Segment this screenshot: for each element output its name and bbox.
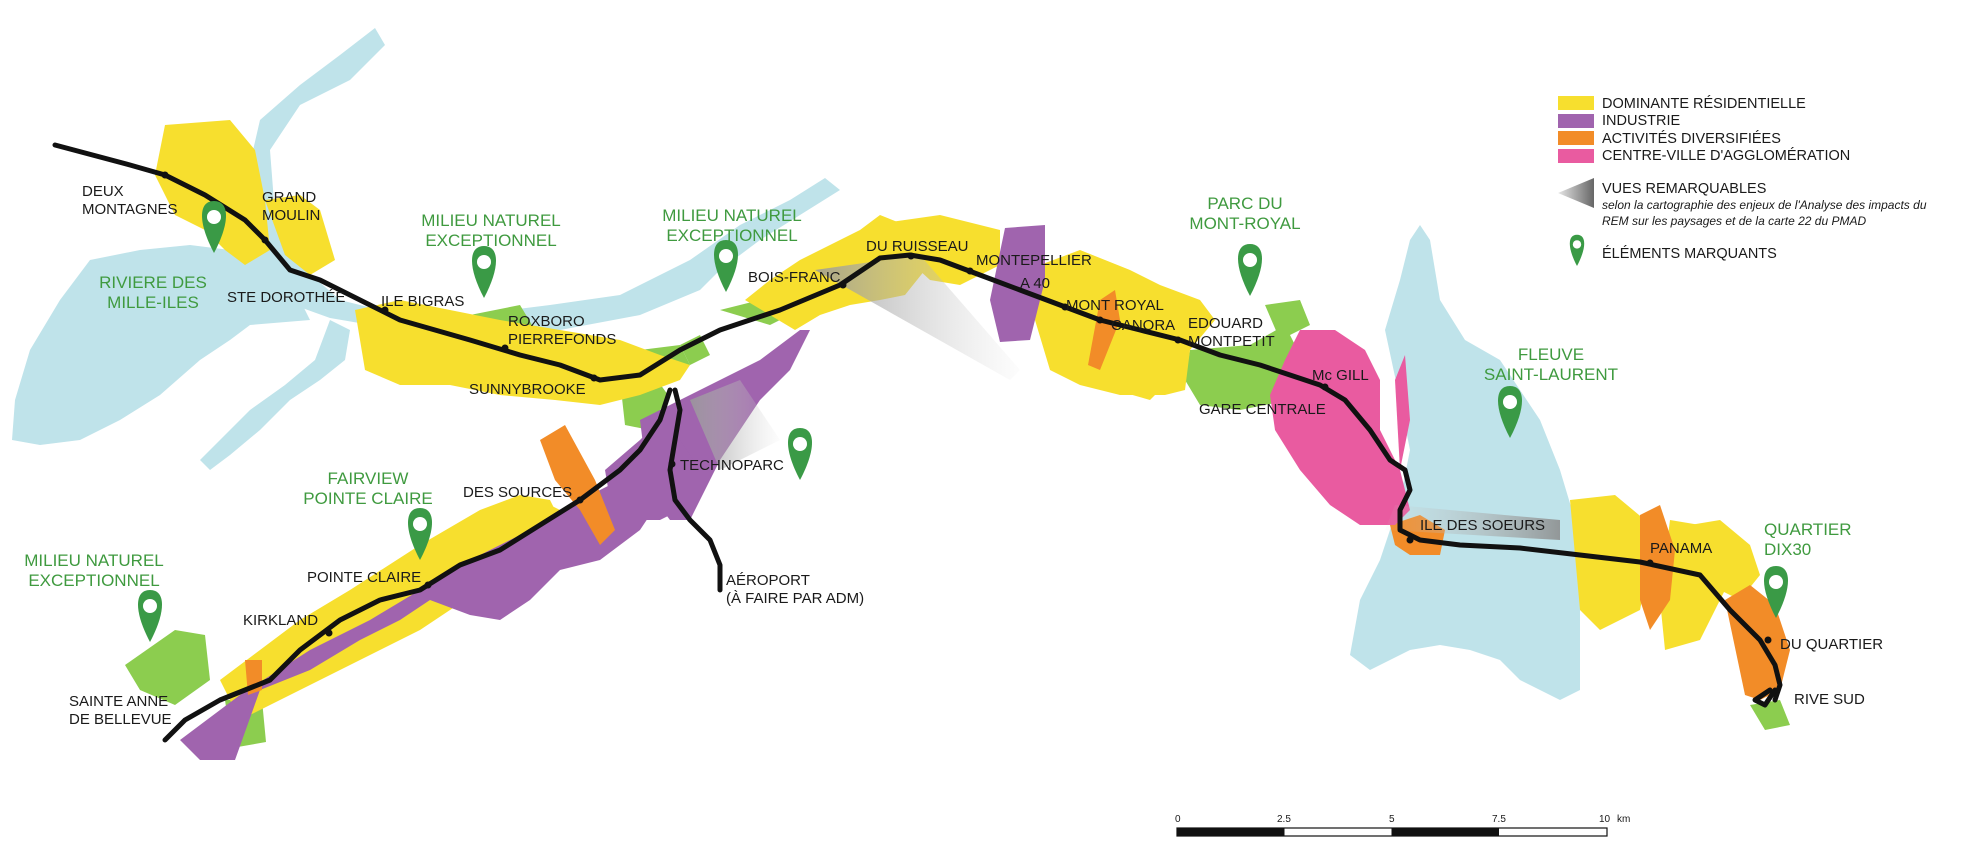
marker-pin-icon bbox=[202, 201, 226, 253]
west-branch bbox=[162, 387, 673, 743]
station-montepellier: MONTEPELLIER bbox=[976, 252, 1092, 269]
fleuve-saint-laurent bbox=[1350, 225, 1580, 700]
station-panama: PANAMA bbox=[1650, 540, 1712, 557]
station-ile-bigras: ILE BIGRAS bbox=[381, 293, 464, 310]
remarkable-views bbox=[690, 255, 1560, 540]
legend-landmarks-label: ÉLÉMENTS MARQUANTS bbox=[1602, 245, 1777, 262]
legend-view-wedge-icon bbox=[1558, 178, 1594, 208]
station-ste-dorothee: STE DOROTHÉE bbox=[227, 289, 345, 306]
diversified-areas bbox=[245, 290, 1790, 700]
station-du-quartier: DU QUARTIER bbox=[1780, 636, 1883, 653]
scale-tick-0: 0 bbox=[1175, 814, 1181, 825]
scale-unit: km bbox=[1617, 814, 1630, 825]
airport-branch bbox=[667, 387, 723, 593]
marker-pin-icon bbox=[1238, 244, 1262, 296]
marker-pin-icon bbox=[408, 508, 432, 560]
legend-swatch-downtown bbox=[1558, 149, 1594, 163]
legend-views-title: VUES REMARQUABLES bbox=[1602, 181, 1766, 197]
station-canora: CANORA bbox=[1111, 317, 1175, 334]
station-mont-royal: MONT ROYAL bbox=[1066, 297, 1164, 314]
station-du-ruisseau: DU RUISSEAU bbox=[866, 238, 969, 255]
station-aeroport: AÉROPORT(À FAIRE PAR ADM) bbox=[726, 572, 864, 607]
legend: DOMINANTE RÉSIDENTIELLE INDUSTRIE ACTIVI… bbox=[1558, 95, 1927, 266]
station-des-sources: DES SOURCES bbox=[463, 484, 572, 501]
scale-tick-5: 5 bbox=[1389, 814, 1395, 825]
station-dots bbox=[161, 171, 1772, 644]
marker-pin-icon bbox=[1498, 386, 1522, 438]
legend-views-note-2: REM sur les paysages et de la carte 22 d… bbox=[1602, 214, 1866, 228]
scale-bar: 0 2.5 5 7.5 10 km bbox=[1175, 814, 1630, 837]
legend-swatch-residential bbox=[1558, 96, 1594, 110]
station-rive-sud: RIVE SUD bbox=[1794, 691, 1865, 708]
legend-swatch-diversified bbox=[1558, 131, 1594, 145]
station-technoparc: TECHNOPARC bbox=[680, 457, 784, 474]
rem-line bbox=[52, 142, 1783, 743]
scale-tick-10: 10 bbox=[1599, 814, 1611, 825]
marker-pin-icon bbox=[138, 590, 162, 642]
legend-label-diversified: ACTIVITÉS DIVERSIFIÉES bbox=[1602, 130, 1781, 147]
station-pointe-claire: POINTE CLAIRE bbox=[307, 569, 421, 586]
station-a40: A 40 bbox=[1020, 275, 1050, 292]
rive-sud-loop bbox=[1752, 687, 1778, 708]
legend-label-industry: INDUSTRIE bbox=[1602, 113, 1680, 129]
station-gare-centrale: GARE CENTRALE bbox=[1199, 401, 1326, 418]
landmark-markers bbox=[138, 201, 1788, 642]
lac-des-deux-montagnes bbox=[12, 245, 310, 445]
legend-label-downtown: CENTRE-VILLE D'AGGLOMÉRATION bbox=[1602, 147, 1850, 164]
legend-swatch-industry bbox=[1558, 114, 1594, 128]
station-bois-franc: BOIS-FRANC bbox=[748, 269, 841, 286]
scale-tick-7-5: 7.5 bbox=[1492, 814, 1506, 825]
water-bodies bbox=[12, 28, 1580, 700]
legend-marker-pin-icon bbox=[1569, 234, 1585, 266]
station-kirkland: KIRKLAND bbox=[243, 612, 318, 629]
river-branch-south bbox=[200, 320, 350, 470]
legend-label-residential: DOMINANTE RÉSIDENTIELLE bbox=[1602, 95, 1806, 112]
scale-tick-2-5: 2.5 bbox=[1277, 814, 1291, 825]
main-line bbox=[52, 142, 1783, 703]
station-ile-des-soeurs: ILE DES SOEURS bbox=[1420, 517, 1545, 534]
marker-pin-icon bbox=[714, 240, 738, 292]
marker-pin-icon bbox=[1764, 566, 1788, 618]
station-mcgill: Mc GILL bbox=[1312, 367, 1369, 384]
legend-views-note-1: selon la cartographie des enjeux de l'An… bbox=[1602, 198, 1927, 212]
station-sunnybrooke: SUNNYBROOKE bbox=[469, 381, 586, 398]
downtown-area bbox=[1270, 330, 1410, 525]
marker-pin-icon bbox=[472, 246, 496, 298]
marker-pin-icon bbox=[788, 428, 812, 480]
